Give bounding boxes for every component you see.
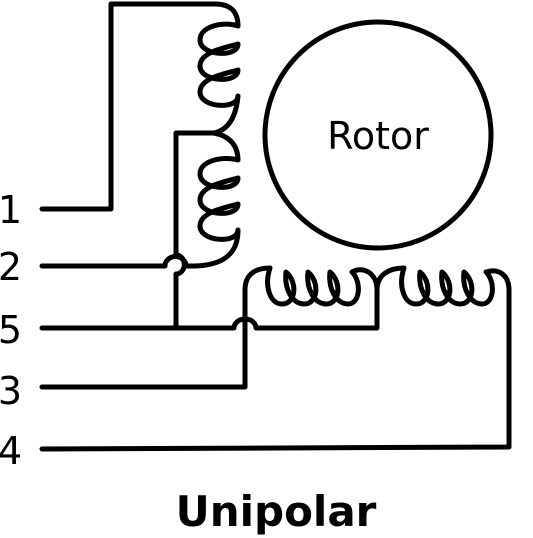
pin-label-2: 2: [0, 245, 22, 289]
wire-3: [39, 287, 248, 390]
pin-label-4: 4: [0, 429, 22, 473]
diagram-caption: Unipolar: [176, 487, 377, 536]
pin-label-3: 3: [0, 369, 22, 413]
vertical-coil-lower: [192, 130, 241, 269]
rotor-circle: [262, 19, 494, 251]
wire-4: [39, 287, 512, 452]
wire-5: [39, 287, 380, 331]
horizontal-coil-right: [374, 265, 512, 307]
pin-label-1: 1: [0, 188, 22, 232]
rotor-label: Rotor: [327, 114, 429, 158]
pin-label-5: 5: [0, 308, 22, 352]
horizontal-coil-left: [242, 265, 380, 307]
vertical-coil-upper: [197, 21, 241, 136]
wire-1: [39, 1, 241, 212]
wire-2: [39, 254, 198, 269]
